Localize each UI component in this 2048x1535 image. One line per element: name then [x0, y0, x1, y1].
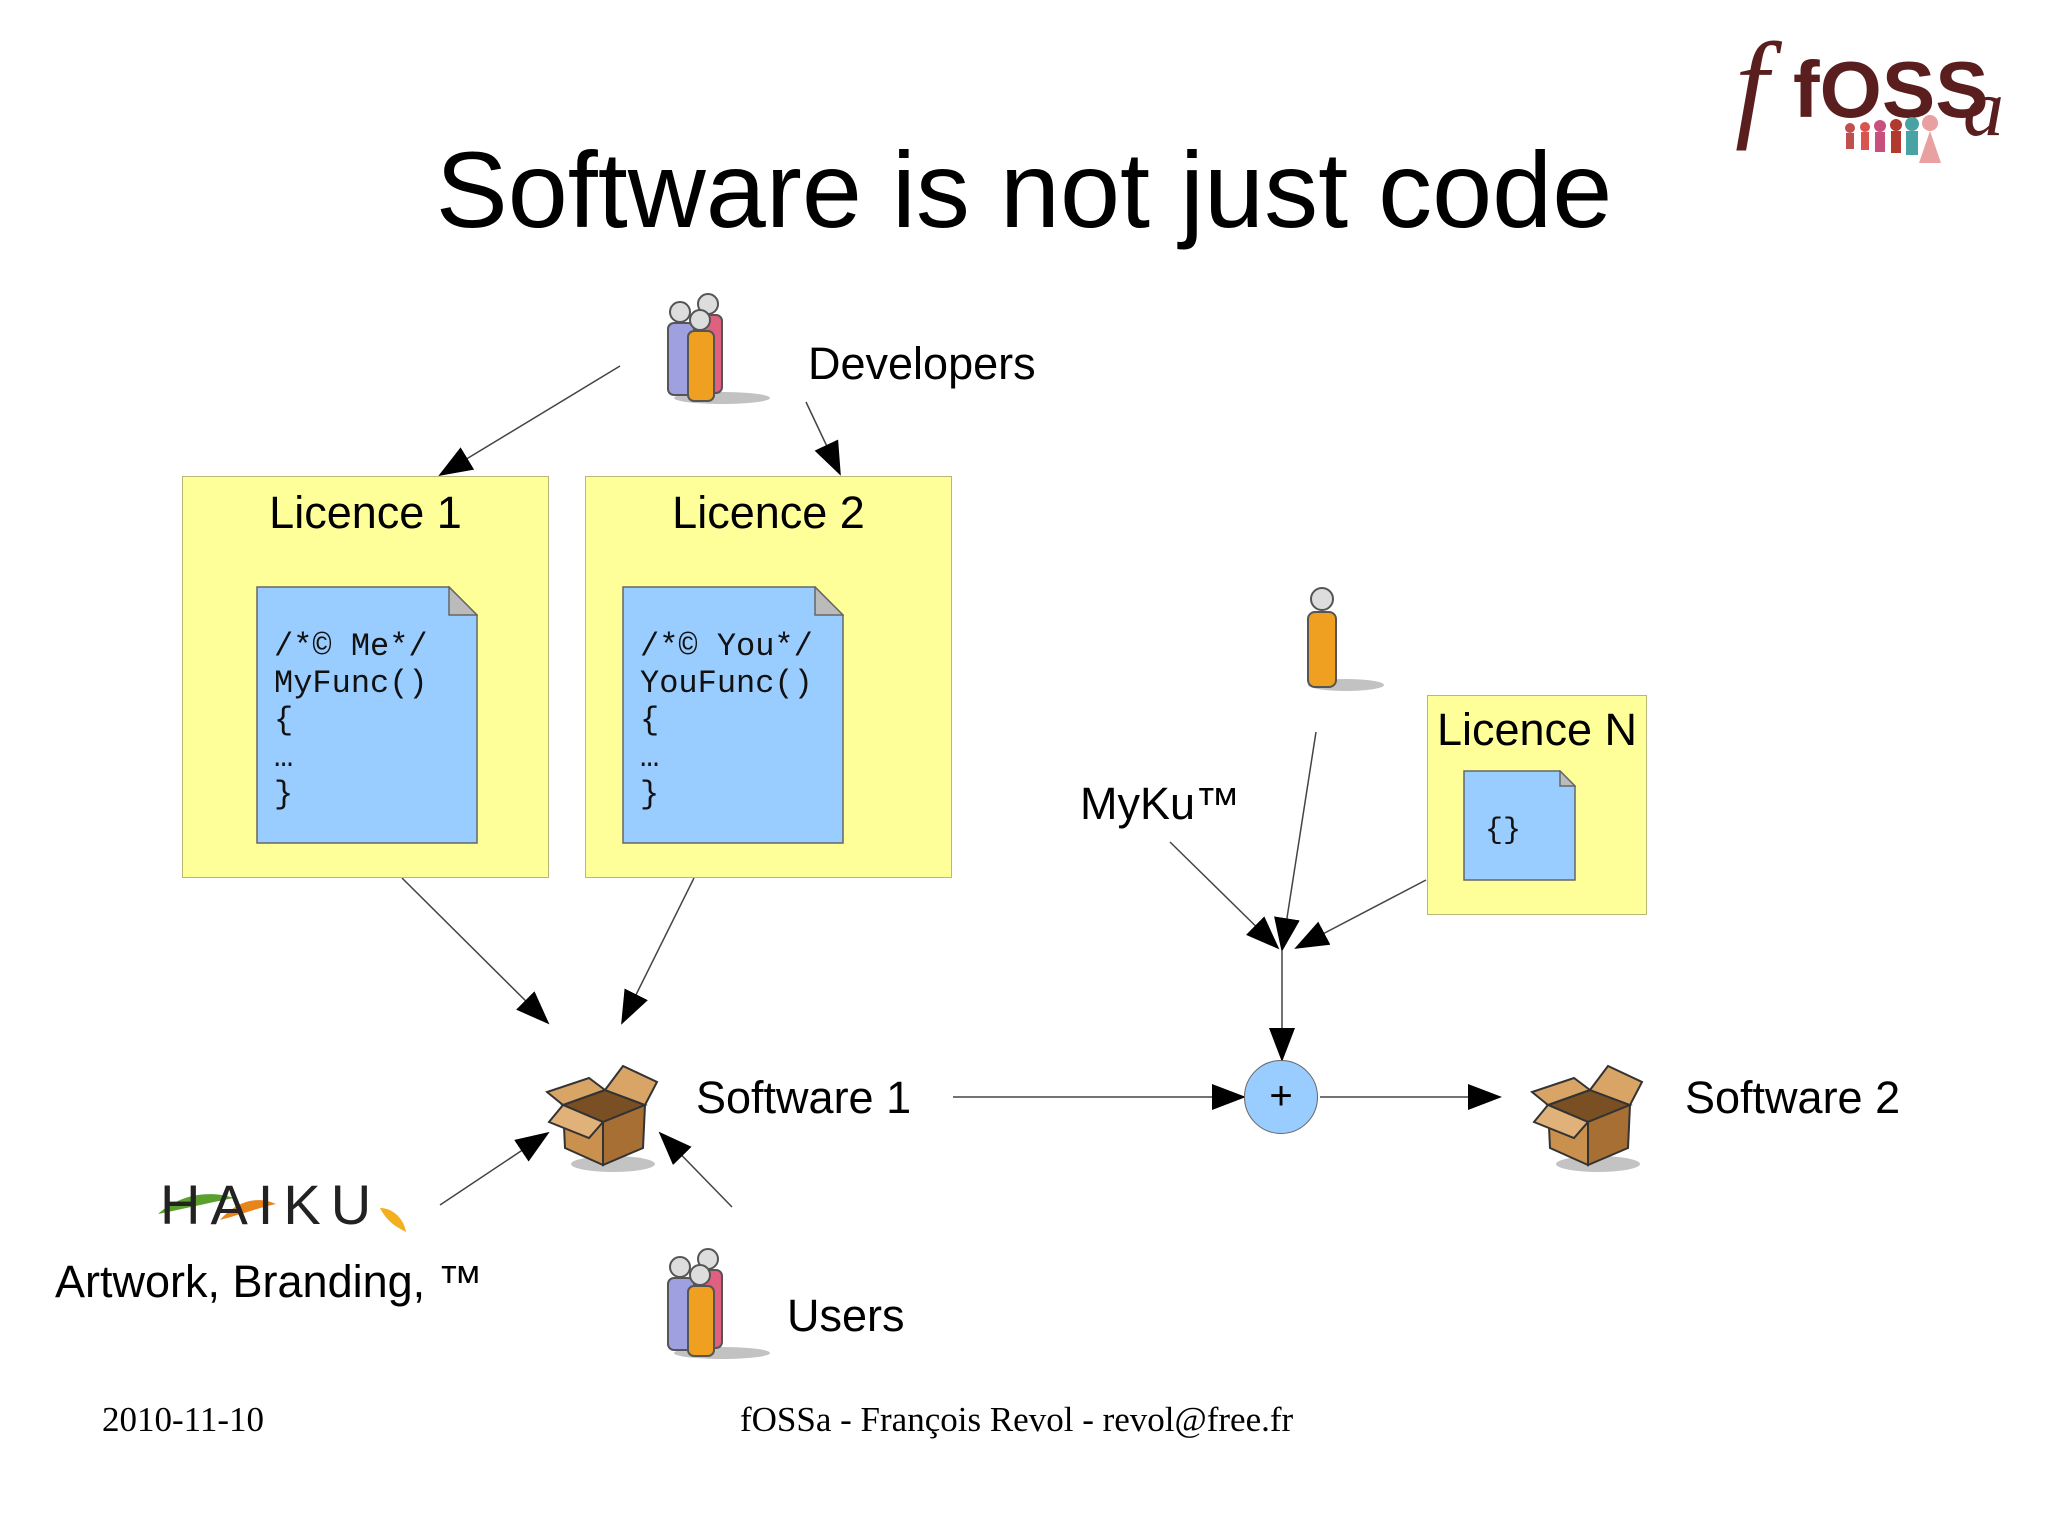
licence-2-code: /*© You*/ YouFunc() { … }: [640, 628, 813, 813]
licence-n-code: {}: [1485, 814, 1522, 848]
software-2-box-icon: [1529, 1060, 1645, 1175]
arrow-developers-to-licence2: [805, 401, 841, 476]
arrow-licence1-to-software1: [401, 877, 550, 1025]
document-icon: [1463, 770, 1576, 881]
licence-1-code-document: /*© Me*/ MyFunc() { … }: [256, 586, 478, 844]
arrow-licenceN-to-join: [1294, 879, 1427, 949]
licence-1-title: Licence 1: [269, 487, 462, 538]
person-icon: [1296, 585, 1386, 695]
artwork-label: Artwork, Branding, ™: [55, 1256, 483, 1307]
software-2-label: Software 2: [1685, 1072, 1901, 1123]
plus-node: +: [1244, 1060, 1318, 1134]
licence-2-box: Licence 2 /*© You*/ YouFunc() { … }: [585, 476, 952, 878]
arrow-users-to-software1: [658, 1131, 733, 1208]
footer-date: 2010-11-10: [102, 1400, 265, 1439]
document-icon: [622, 586, 844, 844]
people-chain-icon: [1845, 115, 1941, 163]
arrow-haiku-to-software1: [439, 1131, 550, 1206]
arrow-person-to-join: [1274, 731, 1317, 952]
software-1-box-icon: [544, 1060, 660, 1175]
licence-2-code-document: /*© You*/ YouFunc() { … }: [622, 586, 844, 844]
arrow-myku-to-join: [1169, 841, 1280, 950]
licence-n-title: Licence N: [1436, 704, 1638, 755]
myku-label: MyKu™: [1080, 778, 1241, 829]
developers-group-icon: [660, 290, 770, 405]
svg-text:a: a: [1963, 62, 2004, 153]
licence-1-code: /*© Me*/ MyFunc() { … }: [274, 628, 428, 813]
fossa-logo: f fOSS a: [1715, 5, 2045, 185]
software-1-label: Software 1: [696, 1072, 912, 1123]
plus-sign: +: [1269, 1074, 1293, 1118]
slide-title: Software is not just code: [435, 129, 1613, 250]
users-group-icon: [660, 1245, 770, 1360]
licence-2-title: Licence 2: [672, 487, 865, 538]
arrow-developers-to-licence1: [438, 365, 621, 477]
developers-label: Developers: [808, 338, 1036, 389]
haiku-logo-text: HAIKU: [160, 1173, 381, 1236]
arrow-licence2-to-software1: [621, 877, 695, 1025]
haiku-logo: HAIKU: [150, 1168, 410, 1238]
users-label: Users: [787, 1290, 905, 1341]
licence-n-box: Licence N {}: [1427, 695, 1647, 915]
licence-1-box: Licence 1 /*© Me*/ MyFunc() { … }: [182, 476, 549, 878]
logo-text: fOSS: [1793, 45, 1989, 134]
licence-n-code-document: {}: [1463, 770, 1576, 881]
document-icon: [256, 586, 478, 844]
footer-credit: fOSSa - François Revol - revol@free.fr: [740, 1400, 1294, 1439]
